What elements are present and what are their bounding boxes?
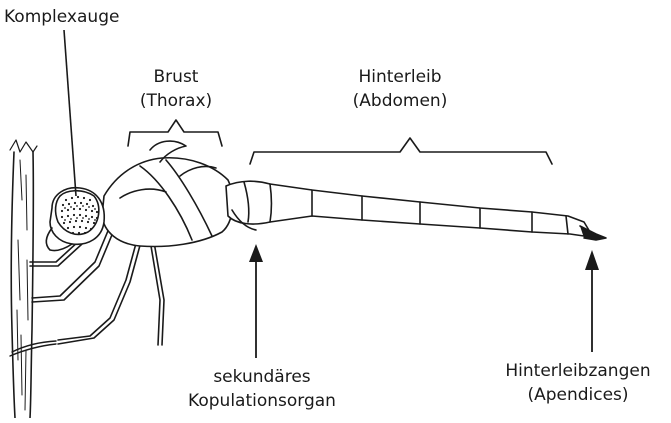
label-thorax-name: Brust — [154, 67, 199, 87]
label-copulation-line1: sekundäres — [213, 367, 310, 387]
abdomen — [226, 181, 606, 240]
label-copulation-line2: Kopulationsorgan — [188, 391, 336, 411]
label-abdomen-name: Hinterleib — [358, 67, 441, 87]
copulation-organ-arrow — [249, 244, 263, 358]
compound-eye-pointer — [64, 30, 76, 196]
label-appendages-line1: Hinterleibzangen — [505, 361, 650, 381]
label-compound-eye: Komplexauge — [4, 7, 119, 27]
label-thorax-latin: (Thorax) — [140, 91, 212, 111]
thorax — [102, 141, 233, 246]
appendages-arrow — [585, 250, 599, 352]
label-abdomen-latin: (Abdomen) — [353, 91, 448, 111]
abdomen-bracket — [250, 138, 552, 164]
dragonfly — [30, 141, 606, 345]
label-appendages-line2: (Apendices) — [527, 385, 628, 405]
head — [46, 188, 104, 251]
plant-stem — [10, 140, 56, 418]
